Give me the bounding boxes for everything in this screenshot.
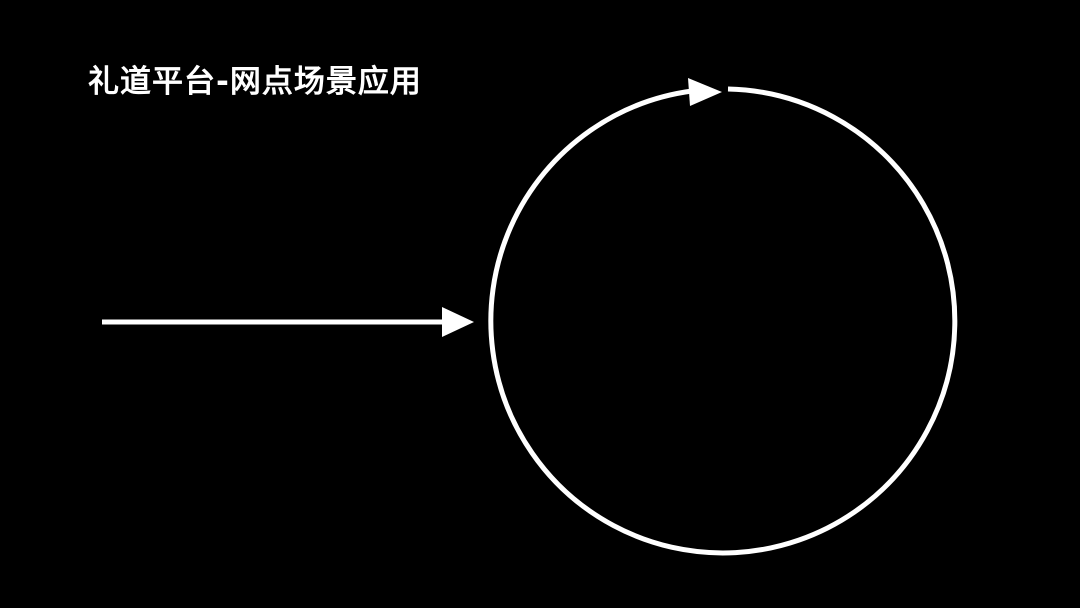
slide-title: 礼道平台-网点场景应用 — [88, 64, 422, 100]
entry-arrow-head — [442, 307, 474, 337]
cycle-circle — [488, 78, 958, 556]
cycle-arrow-head — [688, 78, 722, 106]
entry-arrow — [102, 307, 474, 337]
cycle-circle-ring — [488, 86, 958, 556]
